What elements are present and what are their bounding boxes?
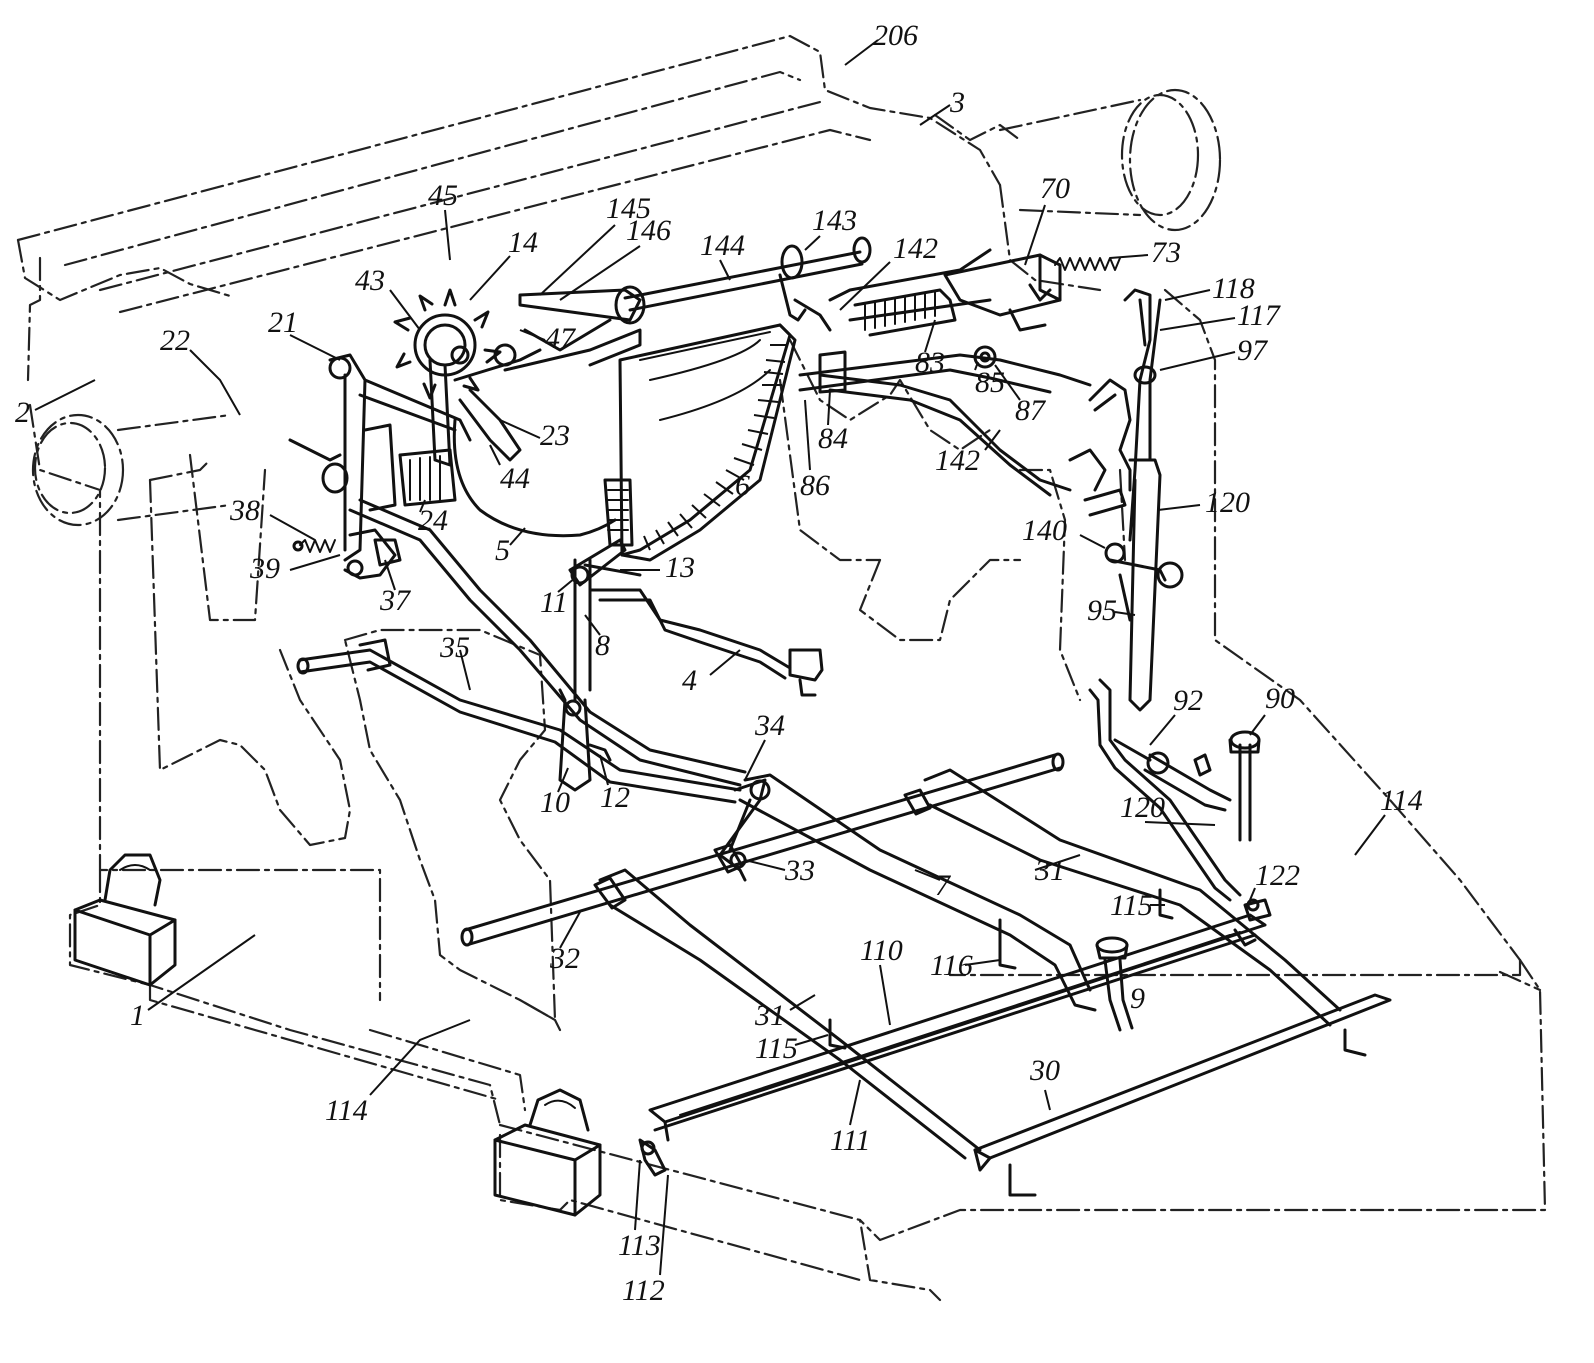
ref-145: 145 (606, 192, 651, 225)
ref-90: 90 (1265, 682, 1295, 715)
left-foot-front (73, 853, 177, 987)
crank-33-34 (718, 778, 771, 882)
ref-11: 11 (540, 586, 568, 619)
ref-122: 122 (1255, 859, 1300, 892)
ref-39: 39 (249, 552, 280, 585)
ref-32: 32 (549, 942, 580, 975)
ref-120: 120 (1205, 486, 1250, 519)
ref-3: 3 (949, 86, 965, 119)
ref-13: 13 (665, 551, 695, 584)
ref-35: 35 (439, 631, 470, 664)
ref-85: 85 (975, 366, 1005, 399)
sector-6 (603, 323, 797, 562)
ref-14: 14 (508, 226, 538, 259)
link-7 (738, 773, 1097, 1012)
link-8-10-12 (558, 558, 612, 792)
spring-wire-5 (452, 418, 617, 538)
ref-86: 86 (800, 469, 830, 502)
arm-13 (568, 538, 642, 587)
ref-22: 22 (160, 324, 190, 357)
ref-34: 34 (754, 709, 785, 742)
ref-12: 12 (600, 781, 630, 814)
link-diagonal (348, 498, 747, 787)
ref-31-right: 31 (1034, 854, 1065, 887)
lever-90-92 (1113, 730, 1261, 842)
ref-2: 2 (15, 396, 30, 429)
ref-44: 44 (500, 462, 530, 495)
pedal-9 (1095, 936, 1134, 1032)
ref-4: 4 (682, 664, 697, 697)
ref-6: 6 (735, 469, 750, 502)
ref-115-right: 115 (1110, 889, 1153, 922)
ref-33: 33 (784, 854, 815, 887)
ref-114-right: 114 (1380, 784, 1423, 817)
ref-118: 118 (1212, 272, 1255, 305)
ref-83: 83 (915, 346, 945, 379)
bar-110-111 (638, 913, 1267, 1177)
ref-115-left: 115 (755, 1032, 798, 1065)
ref-73: 73 (1151, 236, 1181, 269)
ref-112: 112 (622, 1274, 665, 1307)
ref-84: 84 (818, 422, 848, 455)
ref-120b: 120 (1120, 791, 1165, 824)
ref-30: 30 (1029, 1054, 1060, 1087)
ref-31-left: 31 (754, 999, 785, 1032)
ref-45: 45 (428, 179, 458, 212)
lever-31-right (923, 768, 1342, 1027)
frame-phantom-outline (16, 34, 1547, 1302)
ref-97: 97 (1237, 334, 1269, 367)
ref-23: 23 (540, 419, 570, 452)
bracket-142 (793, 248, 1092, 497)
ref-114-left: 114 (325, 1094, 368, 1127)
ref-8: 8 (595, 629, 610, 662)
ref-7: 7 (935, 869, 952, 902)
bracket-122 (1243, 898, 1272, 922)
ref-95: 95 (1087, 594, 1117, 627)
ref-92: 92 (1173, 684, 1203, 717)
sector-teeth (643, 344, 788, 551)
ref-47: 47 (545, 322, 577, 355)
ref-111: 111 (830, 1124, 871, 1157)
ref-5: 5 (495, 534, 510, 567)
springs-70-73-83 (853, 253, 1121, 337)
link-35 (296, 638, 742, 804)
ref-113: 113 (618, 1229, 661, 1262)
ref-21: 21 (268, 306, 298, 339)
ref-38: 38 (229, 494, 260, 527)
reference-labels: 206 3 45 14 145 146 143 144 142 70 73 11… (15, 19, 1423, 1307)
ref-206: 206 (873, 19, 918, 52)
lever-31-left (598, 868, 982, 1160)
ref-1: 1 (130, 999, 145, 1032)
ref-24: 24 (418, 504, 448, 537)
lever-4 (588, 588, 824, 697)
ref-43: 43 (355, 264, 385, 297)
ref-10: 10 (540, 786, 570, 819)
ref-70: 70 (1040, 172, 1070, 205)
ref-110: 110 (860, 934, 903, 967)
ref-117: 117 (1237, 299, 1282, 332)
ref-140: 140 (1022, 514, 1067, 547)
ref-143: 143 (812, 204, 857, 237)
ref-142b: 142 (935, 444, 980, 477)
bar-30 (973, 993, 1392, 1197)
center-foot (493, 1088, 602, 1217)
escapement-wheel (393, 288, 642, 467)
ref-9: 9 (1130, 982, 1145, 1015)
shaft-32 (460, 752, 1065, 947)
rod-144 (623, 236, 872, 322)
ref-146: 146 (626, 214, 671, 247)
ref-142: 142 (893, 232, 938, 265)
column-95-120 (1068, 288, 1242, 902)
ref-144: 144 (700, 229, 745, 262)
